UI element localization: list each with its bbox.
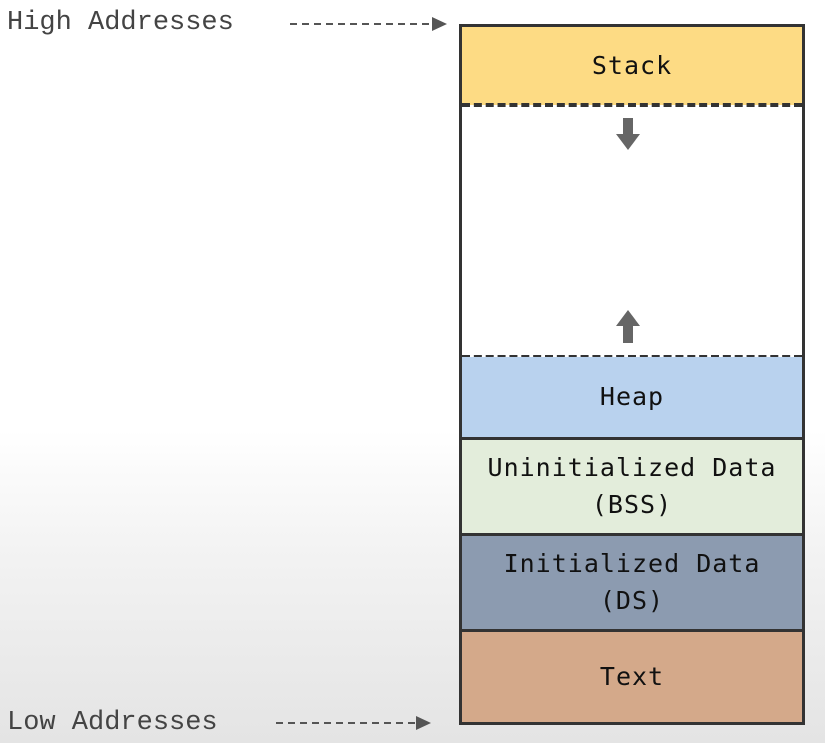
bss-label-line2: (BSS) xyxy=(591,489,673,519)
stack-boundary-dashed xyxy=(462,103,802,107)
arrow-down-icon xyxy=(616,118,640,150)
bss-label-line1: Uninitialized Data xyxy=(487,453,777,483)
memory-layout: Stack Heap Uninitialized Data (BSS) Init… xyxy=(459,24,805,725)
high-address-pointer-icon xyxy=(290,17,447,31)
heap-segment: Heap xyxy=(462,357,802,437)
text-label: Text xyxy=(599,661,665,691)
ds-label-line1: Initialized Data xyxy=(503,549,761,579)
arrow-up-icon xyxy=(616,310,640,343)
text-segment: Text xyxy=(462,632,802,722)
stack-segment: Stack xyxy=(462,27,802,105)
high-addresses-label: High Addresses xyxy=(7,8,234,38)
bss-ds-divider xyxy=(462,533,802,536)
ds-label-line2: (DS) xyxy=(599,585,665,615)
ds-text-divider xyxy=(462,629,802,632)
bss-segment: Uninitialized Data (BSS) xyxy=(462,440,802,533)
low-addresses-label: Low Addresses xyxy=(7,708,218,738)
stack-label: Stack xyxy=(591,50,673,80)
heap-label: Heap xyxy=(599,381,665,411)
low-address-pointer-icon xyxy=(276,716,431,730)
heap-bss-divider xyxy=(462,437,802,440)
ds-segment: Initialized Data (DS) xyxy=(462,536,802,629)
